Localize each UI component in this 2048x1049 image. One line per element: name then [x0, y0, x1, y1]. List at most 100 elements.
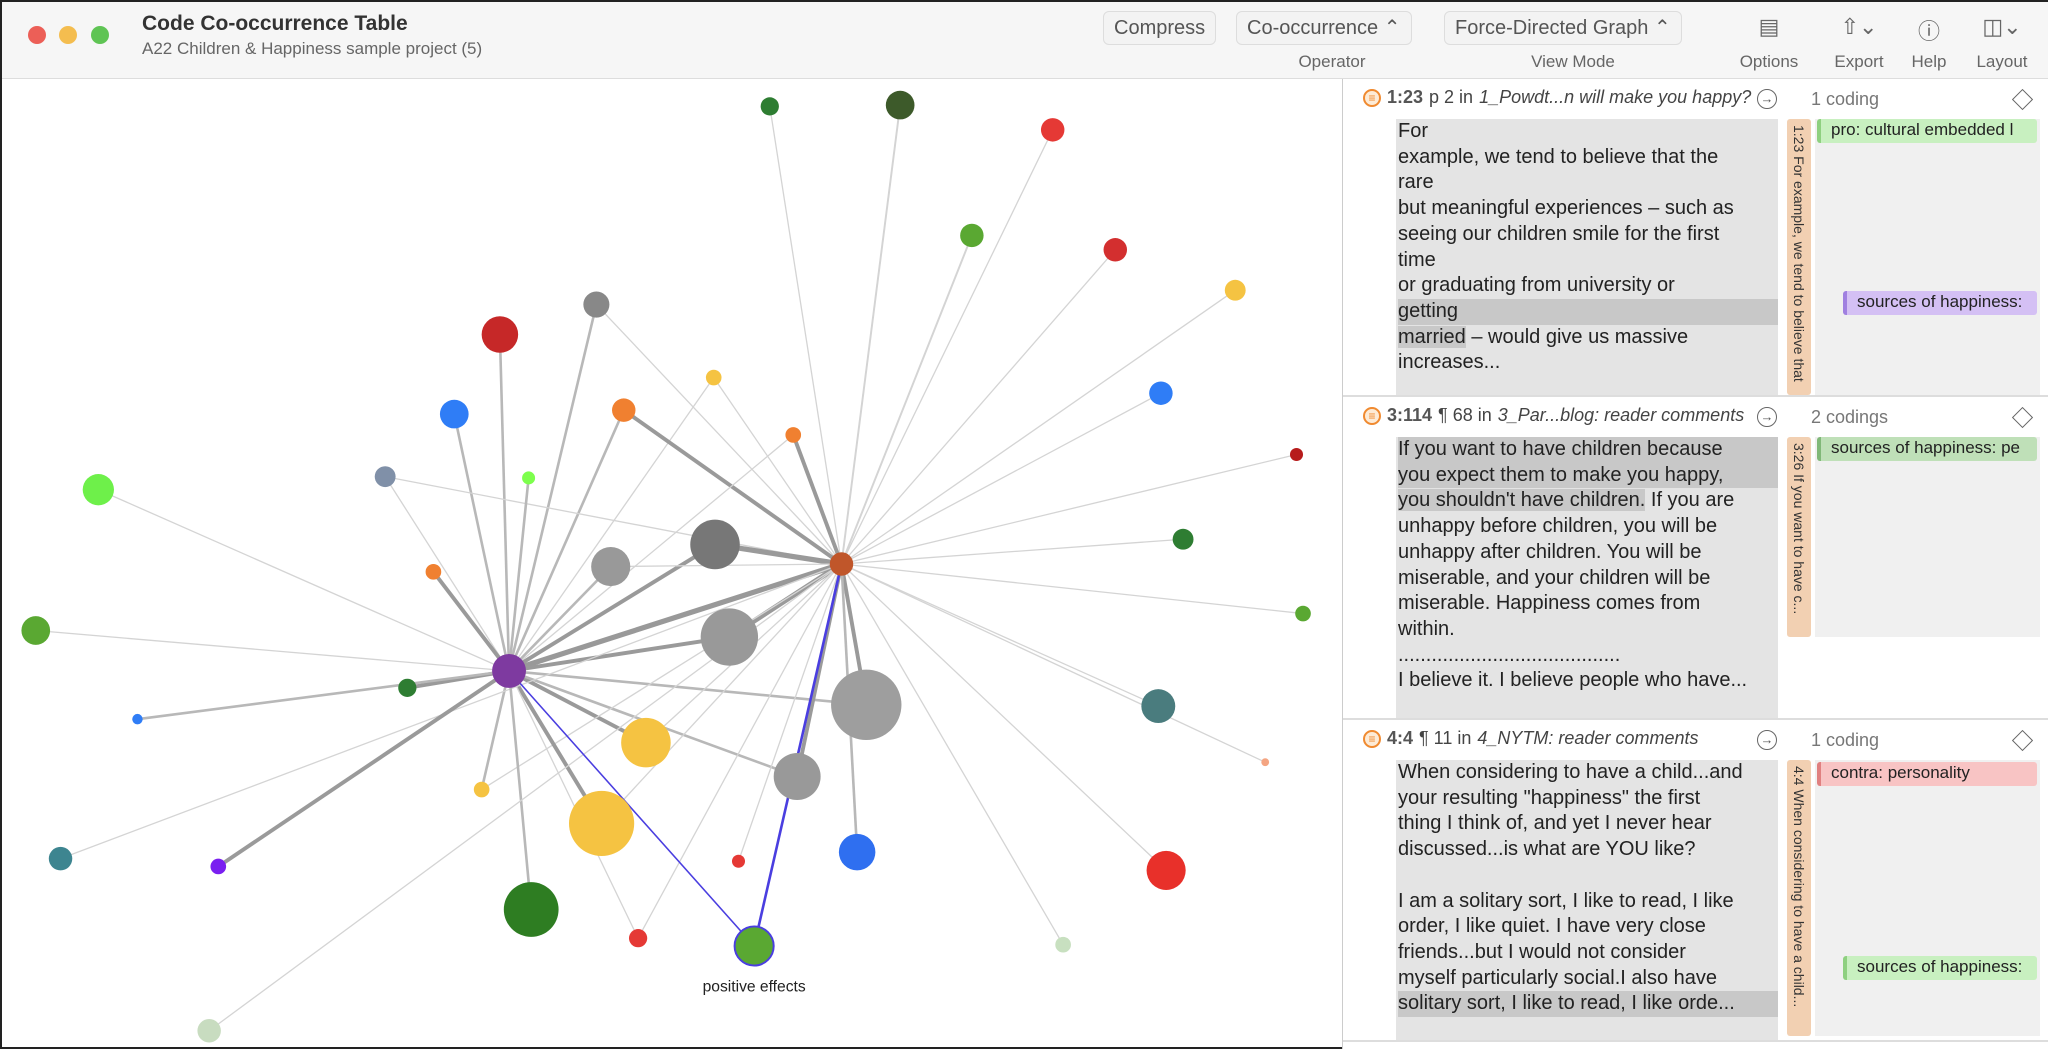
graph-node[interactable]: [48, 846, 73, 871]
graph-node[interactable]: [1040, 118, 1065, 142]
graph-node[interactable]: [1289, 447, 1304, 462]
graph-node[interactable]: [1172, 528, 1194, 550]
text-line: thing I think of, and yet I never hear: [1398, 812, 1712, 835]
quotation-margin-tab[interactable]: 3:26 If you want to have c...: [1787, 437, 1811, 637]
graph-node[interactable]: [1261, 758, 1270, 767]
text-line: [1398, 863, 1778, 889]
graph-node[interactable]: [690, 519, 740, 570]
go-to-quotation-icon[interactable]: →: [1757, 730, 1777, 750]
graph-node[interactable]: [473, 781, 490, 798]
graph-node[interactable]: [960, 223, 984, 248]
quotation-icon: ≡: [1363, 729, 1381, 748]
quotation-card[interactable]: ≡ 1:23 p 2 in 1_Powdt...n will make you …: [1343, 79, 2048, 397]
graph-node[interactable]: [1224, 279, 1246, 301]
document-name[interactable]: 4_NYTM: reader comments: [1477, 728, 1699, 748]
quotation-card[interactable]: ≡ 3:114 ¶ 68 in 3_Par...blog: reader com…: [1343, 397, 2048, 720]
graph-node[interactable]: [838, 833, 876, 871]
graph-node[interactable]: [621, 717, 671, 768]
code-tag[interactable]: sources of happiness:: [1843, 291, 2037, 315]
graph-edge: [713, 377, 843, 565]
graph-node[interactable]: [374, 466, 396, 488]
graph-node[interactable]: [1055, 936, 1071, 953]
export-icon[interactable]: ⇧⌄: [1840, 14, 1878, 39]
options-icon[interactable]: ▤: [1758, 14, 1780, 39]
graph-edge: [841, 453, 1297, 565]
text-line: miserable, and your children will be: [1398, 566, 1711, 589]
graph-node[interactable]: [831, 669, 902, 741]
text-line: ........................................: [1398, 643, 1621, 666]
minimize-window-button[interactable]: [59, 26, 77, 44]
layout-icon[interactable]: ◫⌄: [1982, 14, 2022, 39]
codings-count: 2 codings: [1811, 407, 1889, 427]
code-tag[interactable]: pro: cultural embedded l: [1817, 119, 2037, 143]
graph-node[interactable]: [425, 564, 442, 580]
graph-node[interactable]: [785, 427, 802, 443]
node-positive-effects[interactable]: [733, 925, 775, 967]
text-line: unhappy before children, you will be: [1398, 515, 1718, 538]
graph-edge: [737, 563, 843, 862]
graph-node[interactable]: [398, 678, 417, 697]
view-mode-select[interactable]: Force-Directed Graph ⌃: [1444, 11, 1682, 45]
graph-node[interactable]: [1149, 381, 1173, 405]
export-button[interactable]: Export: [1834, 52, 1884, 71]
zoom-window-button[interactable]: [91, 26, 109, 44]
close-window-button[interactable]: [28, 26, 46, 44]
graph-node[interactable]: [705, 369, 722, 386]
graph-node[interactable]: [700, 608, 759, 666]
graph-node[interactable]: [132, 713, 143, 725]
force-directed-graph[interactable]: positive effects: [2, 79, 1342, 1049]
document-name[interactable]: 3_Par...blog: reader comments: [1497, 405, 1745, 425]
code-tag[interactable]: sources of happiness:: [1843, 956, 2037, 980]
graph-node[interactable]: [82, 474, 114, 506]
graph-node[interactable]: [21, 616, 51, 645]
quotation-id: 4:4: [1387, 728, 1414, 748]
graph-node[interactable]: [1141, 689, 1176, 724]
diamond-icon[interactable]: [2011, 406, 2034, 429]
text-line: I believe it. I believe people who have.…: [1398, 669, 1748, 692]
graph-node[interactable]: [731, 854, 746, 868]
graph-node[interactable]: [760, 97, 779, 116]
graph-edge: [791, 434, 844, 565]
graph-node[interactable]: [612, 398, 636, 422]
graph-edge: [841, 289, 1236, 565]
layout-button[interactable]: Layout: [1976, 52, 2028, 71]
graph-node[interactable]: [197, 1019, 221, 1043]
graph-node[interactable]: [583, 291, 610, 318]
text-line: getting: [1398, 298, 1778, 325]
graph-node[interactable]: [1295, 605, 1311, 622]
go-to-quotation-icon[interactable]: →: [1757, 407, 1777, 427]
graph-edge: [431, 570, 511, 673]
graph-node[interactable]: [1103, 238, 1128, 262]
help-icon[interactable]: ⓘ: [1917, 19, 1941, 44]
code-tag[interactable]: sources of happiness: pe: [1817, 437, 2037, 461]
graph-node[interactable]: [628, 929, 648, 948]
graph-node[interactable]: [522, 471, 536, 485]
quotation-card[interactable]: ≡ 4:4 ¶ 11 in 4_NYTM: reader comments → …: [1343, 720, 2048, 1042]
diamond-icon[interactable]: [2011, 729, 2034, 752]
graph-node[interactable]: [591, 547, 631, 587]
go-to-quotation-icon[interactable]: →: [1757, 89, 1777, 109]
compress-button[interactable]: Compress: [1103, 11, 1217, 45]
help-button[interactable]: Help: [1911, 52, 1947, 71]
document-name[interactable]: 1_Powdt...n will make you happy?: [1479, 87, 1752, 107]
graph-node[interactable]: [439, 399, 469, 429]
graph-node[interactable]: [481, 316, 519, 353]
quotation-margin-tab[interactable]: 4:4 When considering to have a child...: [1787, 760, 1811, 1036]
graph-node[interactable]: [503, 882, 559, 937]
graph-hub-node[interactable]: [492, 653, 526, 688]
diamond-icon[interactable]: [2011, 88, 2034, 111]
graph-node[interactable]: [773, 753, 821, 800]
graph-node[interactable]: [1146, 850, 1186, 890]
operator-select[interactable]: Co-occurrence ⌃: [1236, 11, 1412, 45]
graph-node[interactable]: [885, 90, 915, 120]
node-label-positive-effects: positive effects: [703, 979, 806, 996]
code-tag[interactable]: contra: personality: [1817, 762, 2037, 786]
graph-node[interactable]: [569, 790, 635, 857]
graph-hub-node[interactable]: [829, 552, 854, 576]
options-button[interactable]: Options: [1739, 52, 1799, 71]
quotation-margin-tab[interactable]: 1:23 For example, we tend to believe tha…: [1787, 119, 1811, 395]
graph-edge: [595, 304, 842, 565]
graph-node[interactable]: [210, 858, 227, 875]
